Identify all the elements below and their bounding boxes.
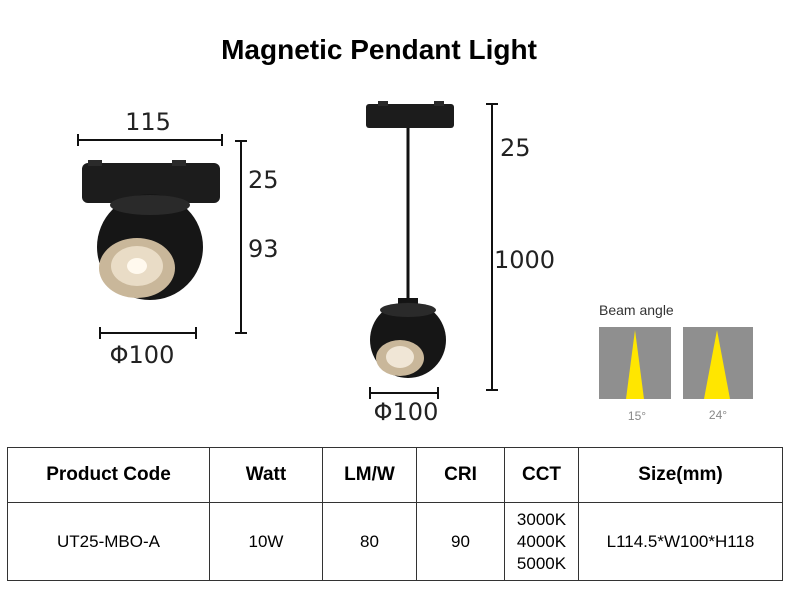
cct-value: 4000K <box>516 531 567 551</box>
page-title: Magnetic Pendant Light <box>221 34 537 65</box>
beam-angle-section: Beam angle 15° 24° <box>599 302 753 423</box>
pendant-track-height-label: 25 <box>500 134 531 162</box>
spec-table: Product Code Watt LM/W CRI CCT Size(mm) … <box>7 447 783 581</box>
cable-length-label: 1000 <box>494 246 555 274</box>
track-adapter <box>82 163 220 203</box>
pendant-track-adapter <box>366 104 454 128</box>
pendant-diameter-label: Φ100 <box>374 398 439 426</box>
surface-fixture: 115 25 93 Φ100 <box>77 108 279 369</box>
cct-value: 3000K <box>516 509 567 529</box>
pendant-fixture: 25 1000 Φ100 <box>366 101 555 426</box>
beam-cone-15 <box>626 330 644 399</box>
header-cri: CRI <box>416 447 505 503</box>
header-cct: CCT <box>504 447 579 503</box>
cell-size: L114.5*W100*H118 <box>578 502 783 581</box>
width-dimension-label: 115 <box>125 108 171 136</box>
beam-angle-title: Beam angle <box>599 302 674 318</box>
header-size: Size(mm) <box>578 447 783 503</box>
header-watt: Watt <box>209 447 323 503</box>
cell-cri: 90 <box>416 502 505 581</box>
cell-product-code: UT25-MBO-A <box>7 502 210 581</box>
header-product-code: Product Code <box>7 447 210 503</box>
product-drawing: 115 25 93 Φ100 <box>77 101 753 426</box>
head-height-label: 93 <box>248 235 279 263</box>
cell-lmw: 80 <box>322 502 417 581</box>
beam-angle-24-label: 24° <box>709 408 727 422</box>
beam-angle-15-label: 15° <box>628 409 646 423</box>
table-row: UT25-MBO-A 10W 80 90 3000K 4000K 5000K L… <box>7 502 783 581</box>
diameter-label: Φ100 <box>110 341 175 369</box>
cell-cct: 3000K 4000K 5000K <box>504 502 579 581</box>
track-height-label: 25 <box>248 166 279 194</box>
cell-watt: 10W <box>209 502 323 581</box>
beam-cone-24 <box>704 330 730 399</box>
header-lmw: LM/W <box>322 447 417 503</box>
cct-value: 5000K <box>516 553 567 573</box>
table-header-row: Product Code Watt LM/W CRI CCT Size(mm) <box>7 447 783 503</box>
